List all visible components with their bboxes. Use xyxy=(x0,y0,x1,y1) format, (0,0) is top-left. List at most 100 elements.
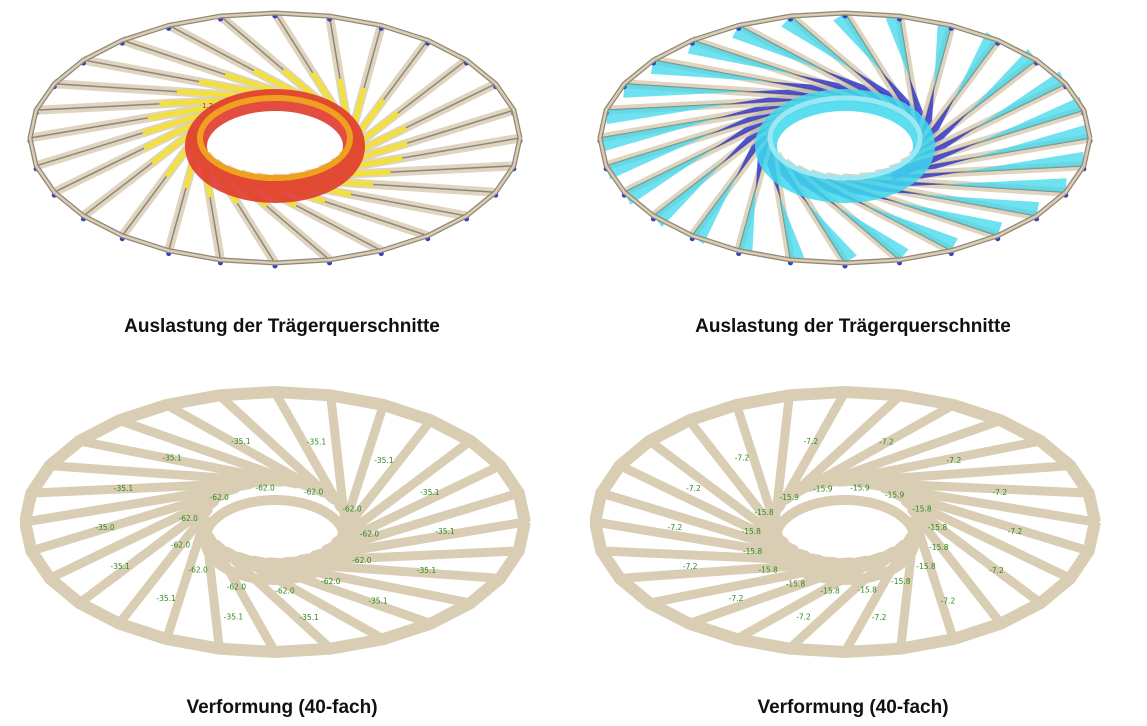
deformation-label: -62.0 xyxy=(342,504,362,513)
spoke-utilization-cyan xyxy=(692,176,737,245)
deformation-label: -7.2 xyxy=(729,594,744,603)
deformed-spoke xyxy=(321,461,505,554)
spoke-utilization-cyan xyxy=(732,25,824,71)
spoke-utilization-cyan xyxy=(920,194,1040,216)
deformed-spoke xyxy=(270,387,345,513)
deformed-spoke xyxy=(910,514,958,644)
deformation-label: -35.1 xyxy=(374,456,394,465)
deformation-label: -7.2 xyxy=(668,523,683,532)
deformation-label: -35.1 xyxy=(231,437,251,446)
deformed-spoke xyxy=(645,436,789,547)
deformed-spoke xyxy=(114,415,315,492)
deformed-spoke xyxy=(775,387,850,513)
deformation-diagram-left: -35.1 -35.1 -35.1 -35.1 -35.1 -35.1 -35.1 -35.1… xyxy=(20,385,531,659)
deformation-label: -15.8 xyxy=(912,504,932,513)
deformed-spoke xyxy=(45,490,229,583)
spoke-utilization-cyan xyxy=(836,206,909,260)
deformation-label: -35.1 xyxy=(368,597,388,606)
spoke-utilization-cyan xyxy=(960,151,1084,173)
deformation-label: -7.2 xyxy=(804,437,819,446)
deformation-label: -62.0 xyxy=(304,488,324,497)
spoke-utilization-cyan xyxy=(972,124,1090,159)
caption-top-right: Auslastung der Trägerquerschnitte xyxy=(695,316,1011,337)
deformation-label: -62.0 xyxy=(321,577,341,586)
deformation-label: -7.2 xyxy=(941,597,956,606)
deformed-spoke xyxy=(891,490,1075,583)
deformed-spoke xyxy=(212,539,336,654)
deformed-spoke xyxy=(340,400,388,530)
deformation-label: -62.0 xyxy=(275,587,295,596)
spoke-utilization-cyan xyxy=(624,148,715,205)
deformation-label: -15.8 xyxy=(916,562,936,571)
deformation-label: -62.0 xyxy=(171,540,191,549)
deformation-label: -7.2 xyxy=(992,488,1007,497)
deformed-spoke xyxy=(865,480,1100,527)
deformed-outer-ring xyxy=(20,385,531,659)
deformed-spoke xyxy=(782,390,906,505)
caption-top-left: Auslastung der Trägerquerschnitte xyxy=(124,316,440,337)
deformed-spoke xyxy=(162,514,210,644)
deformation-label: -7.2 xyxy=(989,566,1004,575)
deformation-label: -35.1 xyxy=(417,566,437,575)
panel-deformation-left: -35.1 -35.1 -35.1 -35.1 -35.1 -35.1 -35.1 -35.1… xyxy=(20,372,560,672)
panel-deformation-right: -7.2-7.2-7.2-7.2-7.2-7.2-7.2-7.2-7.2-7.2… xyxy=(590,372,1130,672)
deformation-label: -7.2 xyxy=(872,613,887,622)
spoke-utilization-cyan xyxy=(687,40,796,75)
deformation-label: -35.1 xyxy=(114,484,134,493)
deformation-label: -7.2 xyxy=(879,438,894,447)
spoke-utilization-cyan xyxy=(738,188,756,255)
panel-utilization-left: 1.2 xyxy=(20,0,560,300)
spoke-utilization-cyan xyxy=(885,16,910,79)
deformed-outer-ring xyxy=(590,385,1101,659)
utilization-diagram-left: 1.2 xyxy=(27,10,523,269)
deformation-label: -15.8 xyxy=(743,547,763,556)
spoke-utilization-cyan xyxy=(623,83,747,98)
deformation-label: -62.0 xyxy=(352,556,372,565)
deformation-label: -15.8 xyxy=(754,508,774,517)
deformed-spoke xyxy=(331,436,475,547)
deformation-label: -62.0 xyxy=(209,493,229,502)
spoke-utilization-cyan xyxy=(894,201,1003,236)
deformation-label: -15.9 xyxy=(885,491,905,500)
spoke-utilization-cyan xyxy=(977,96,1084,144)
deformed-spoke xyxy=(771,390,794,521)
deformed-spoke xyxy=(684,415,783,539)
deformed-spoke xyxy=(280,546,524,567)
caption-bottom-left: Verformung (40-fach) xyxy=(186,697,378,718)
spoke-utilization-cyan xyxy=(606,132,713,180)
deformation-label: -35.1 xyxy=(110,562,130,571)
inner-ring-top xyxy=(197,95,353,181)
inner-ring-marker: 1.2 xyxy=(202,102,213,110)
deformation-label: -15.8 xyxy=(758,566,778,575)
outer-ring-face xyxy=(598,11,1092,265)
deformation-label: -35.1 xyxy=(224,612,244,621)
deformation-label: -35.1 xyxy=(307,438,327,447)
spoke-utilization-cyan xyxy=(833,13,883,73)
deformed-spoke xyxy=(265,557,505,583)
deformation-label: -62.0 xyxy=(188,566,208,575)
deformation-label: -35.0 xyxy=(95,523,115,532)
deformation-diagram-right: -7.2-7.2-7.2-7.2-7.2-7.2-7.2-7.2-7.2-7.2… xyxy=(590,385,1101,659)
spoke-utilization-cyan xyxy=(953,31,998,100)
deformed-spoke xyxy=(26,484,241,556)
spoke-utilization-cyan xyxy=(934,21,952,88)
deformed-spoke xyxy=(907,505,1006,629)
deformation-label: -62.0 xyxy=(178,514,198,523)
deformed-spoke xyxy=(249,555,475,608)
deformation-label: -62.0 xyxy=(227,583,247,592)
deformed-spoke xyxy=(235,552,436,629)
deformation-label: -15.9 xyxy=(813,484,833,493)
spoke-utilization-cyan xyxy=(807,203,857,263)
deformed-spoke xyxy=(162,400,328,498)
spoke-utilization-cyan xyxy=(653,162,723,228)
deformed-spoke xyxy=(222,546,388,644)
spoke-utilization-cyan xyxy=(780,197,805,260)
deformed-spoke xyxy=(784,539,908,654)
deformed-spoke xyxy=(20,480,255,527)
deformed-spoke xyxy=(26,477,270,498)
deformation-label: -7.2 xyxy=(796,612,811,621)
deformed-inner-ring xyxy=(770,495,920,585)
spoke-utilization-cyan xyxy=(781,16,854,70)
deformation-label: -15.8 xyxy=(820,586,840,595)
deformed-spoke xyxy=(205,531,280,657)
